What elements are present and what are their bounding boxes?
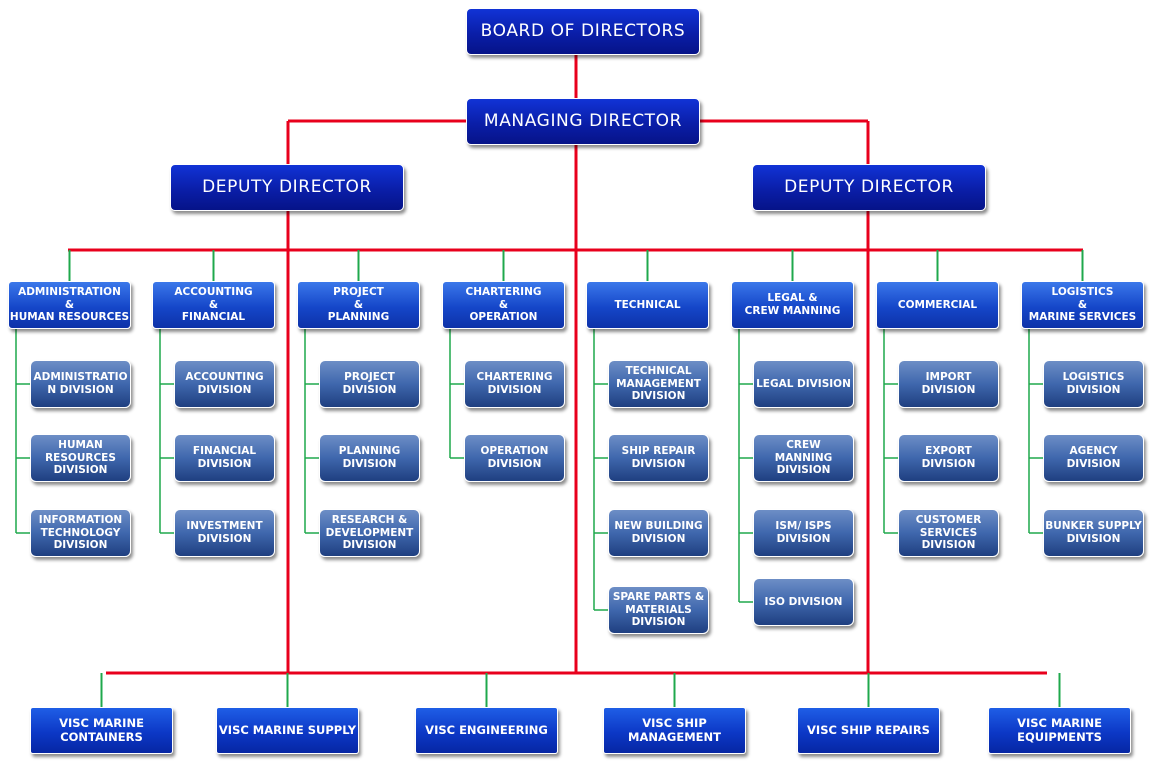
division-box[interactable]: CUSTOMER SERVICES DIVISION	[898, 509, 999, 557]
division-box[interactable]: SPARE PARTS & MATERIALS DIVISION	[608, 586, 709, 634]
division-box[interactable]: IMPORT DIVISION	[898, 360, 999, 408]
division-box[interactable]: ACCOUNTING DIVISION	[174, 360, 275, 408]
subsidiary-box[interactable]: VISC ENGINEERING	[415, 707, 558, 754]
subsidiary-box[interactable]: VISC MARINE CONTAINERS	[30, 707, 173, 754]
subsidiary-box[interactable]: VISC MARINE EQUIPMENTS	[988, 707, 1131, 754]
department-box[interactable]: COMMERCIAL	[876, 281, 999, 329]
subsidiary-box[interactable]: VISC SHIP MANAGEMENT	[603, 707, 746, 754]
subsidiary-box[interactable]: VISC SHIP REPAIRS	[797, 707, 940, 754]
division-box[interactable]: INFORMATION TECHNOLOGY DIVISION	[30, 509, 131, 557]
department-box[interactable]: LOGISTICS & MARINE SERVICES	[1021, 281, 1144, 329]
division-box[interactable]: CREW MANNING DIVISION	[753, 434, 854, 482]
division-box[interactable]: ISO DIVISION	[753, 578, 854, 626]
division-box[interactable]: TECHNICAL MANAGEMENT DIVISION	[608, 360, 709, 408]
deputy-director-left-box[interactable]: DEPUTY DIRECTOR	[170, 164, 404, 211]
division-box[interactable]: HUMAN RESOURCES DIVISION	[30, 434, 131, 482]
division-box[interactable]: ADMINISTRATIO N DIVISION	[30, 360, 131, 408]
division-box[interactable]: PLANNING DIVISION	[319, 434, 420, 482]
division-box[interactable]: BUNKER SUPPLY DIVISION	[1043, 509, 1144, 557]
division-box[interactable]: RESEARCH & DEVELOPMENT DIVISION	[319, 509, 420, 557]
managing-director-box[interactable]: MANAGING DIRECTOR	[466, 98, 700, 145]
division-box[interactable]: FINANCIAL DIVISION	[174, 434, 275, 482]
department-box[interactable]: CHARTERING & OPERATION	[442, 281, 565, 329]
division-box[interactable]: LOGISTICS DIVISION	[1043, 360, 1144, 408]
division-box[interactable]: AGENCY DIVISION	[1043, 434, 1144, 482]
department-box[interactable]: ACCOUNTING & FINANCIAL	[152, 281, 275, 329]
division-box[interactable]: EXPORT DIVISION	[898, 434, 999, 482]
department-box[interactable]: TECHNICAL	[586, 281, 709, 329]
department-box[interactable]: LEGAL & CREW MANNING	[731, 281, 854, 329]
subsidiary-box[interactable]: VISC MARINE SUPPLY	[216, 707, 359, 754]
division-box[interactable]: OPERATION DIVISION	[464, 434, 565, 482]
division-box[interactable]: SHIP REPAIR DIVISION	[608, 434, 709, 482]
board-of-directors-box[interactable]: BOARD OF DIRECTORS	[466, 8, 700, 55]
division-box[interactable]: ISM/ ISPS DIVISION	[753, 509, 854, 557]
division-box[interactable]: LEGAL DIVISION	[753, 360, 854, 408]
department-box[interactable]: ADMINISTRATION & HUMAN RESOURCES	[8, 281, 131, 329]
department-box[interactable]: PROJECT & PLANNING	[297, 281, 420, 329]
division-box[interactable]: CHARTERING DIVISION	[464, 360, 565, 408]
deputy-director-right-box[interactable]: DEPUTY DIRECTOR	[752, 164, 986, 211]
division-box[interactable]: PROJECT DIVISION	[319, 360, 420, 408]
division-box[interactable]: INVESTMENT DIVISION	[174, 509, 275, 557]
division-box[interactable]: NEW BUILDING DIVISION	[608, 509, 709, 557]
